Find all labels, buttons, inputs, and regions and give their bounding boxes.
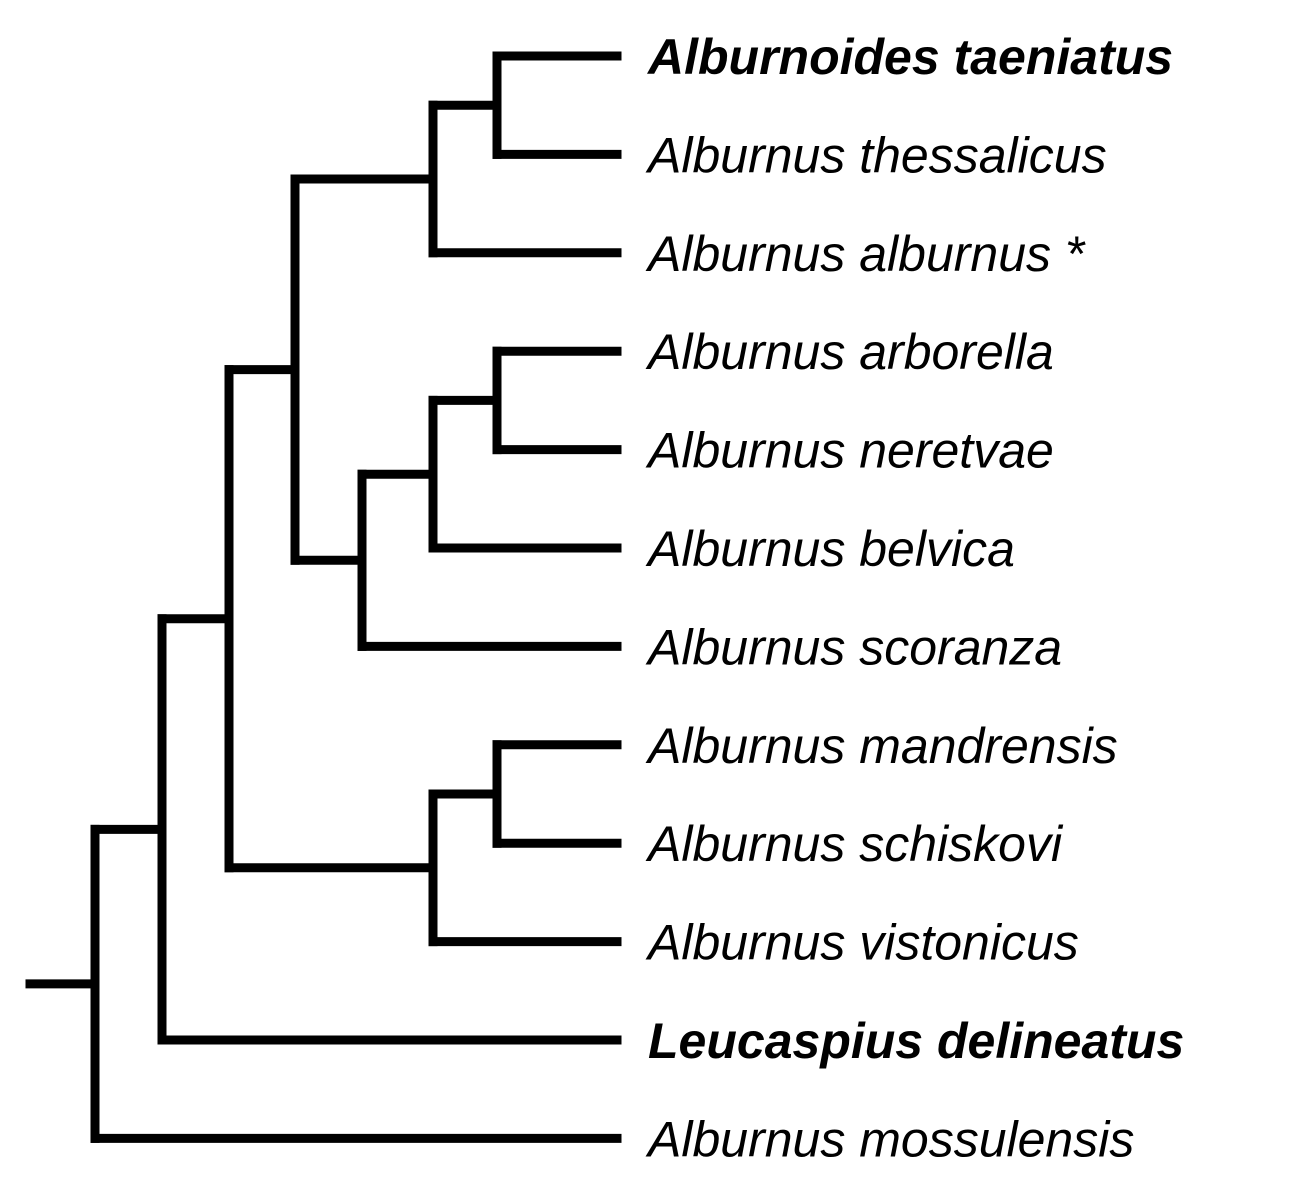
taxon-label: Alburnus neretvae [645, 423, 1054, 479]
taxon-label: Alburnus scoranza [645, 619, 1062, 675]
taxon-label: Alburnus arborella [645, 324, 1054, 380]
taxon-label: Alburnus vistonicus [645, 915, 1079, 971]
taxon-label: Alburnus mossulensis [645, 1111, 1134, 1167]
taxon-label: Alburnus alburnus * [645, 226, 1086, 282]
taxon-label: Alburnus thessalicus [645, 127, 1107, 183]
taxon-label: Alburnus schiskovi [645, 816, 1064, 872]
tree-branches [25, 51, 622, 1143]
taxon-label: Alburnus belvica [645, 521, 1015, 577]
taxon-label: Alburnoides taeniatus [646, 29, 1173, 85]
taxon-label: Alburnus mandrensis [645, 718, 1118, 774]
taxon-label: Leucaspius delineatus [648, 1013, 1184, 1069]
